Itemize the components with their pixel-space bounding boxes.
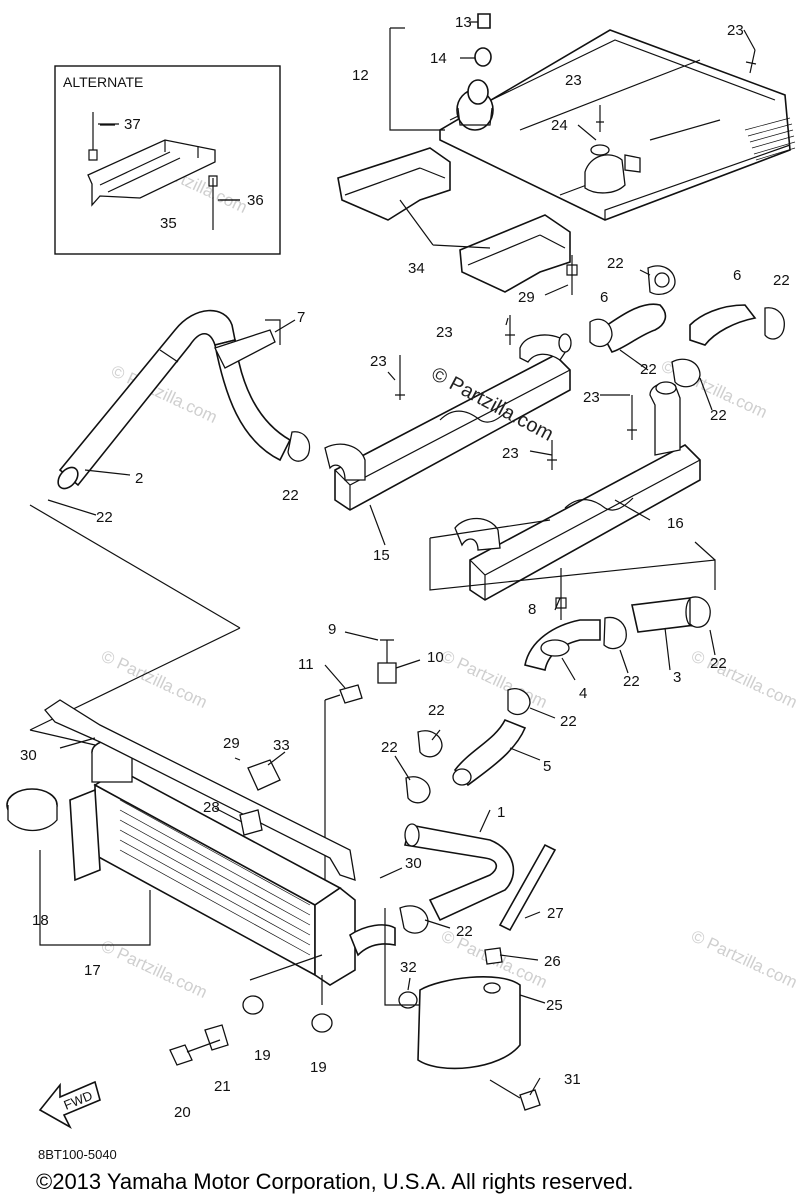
part-number: 9 (328, 621, 336, 638)
part-number: 37 (124, 116, 141, 133)
watermark-tile: © Partzilla.com (98, 646, 210, 712)
part-number: 23 (583, 389, 600, 406)
part-number: 19 (310, 1059, 327, 1076)
part-number: 22 (381, 739, 398, 756)
part-number: 35 (160, 215, 177, 232)
middle-pipes (324, 519, 716, 890)
part-number: 21 (214, 1078, 231, 1095)
part-number: 17 (84, 962, 101, 979)
heat-exchanger-15 (324, 315, 572, 511)
radiator-assembly (6, 504, 396, 986)
part-number: 14 (430, 50, 447, 67)
part-number: 20 (174, 1104, 191, 1121)
part-number: 29 (518, 289, 535, 306)
part-number: 27 (547, 905, 564, 922)
part-number: 22 (607, 255, 624, 272)
part-number: 31 (564, 1071, 581, 1088)
part-number: 7 (297, 309, 305, 326)
part-number: 16 (667, 515, 684, 532)
part-number: 18 (32, 912, 49, 929)
part-number: 12 (352, 67, 369, 84)
part-number: 8 (528, 601, 536, 618)
part-number: 22 (640, 361, 657, 378)
copyright-notice: ©2013 Yamaha Motor Corporation, U.S.A. A… (36, 1169, 633, 1194)
diagram-code: 8BT100-5040 (38, 1147, 117, 1162)
part-number: 2 (135, 470, 143, 487)
part-number: 13 (455, 14, 472, 31)
part-number: 33 (273, 737, 290, 754)
hoses-6 (589, 303, 785, 388)
part-number: 29 (223, 735, 240, 752)
watermark-tile: © Partzilla.com (688, 646, 798, 712)
part-number: 30 (20, 747, 37, 764)
part-number: 26 (544, 953, 561, 970)
part-number: 28 (203, 799, 220, 816)
part-number: 34 (408, 260, 425, 277)
part-number: 25 (546, 997, 563, 1014)
part-number: 22 (428, 702, 445, 719)
part-number: 6 (600, 289, 608, 306)
part-number: 22 (456, 923, 473, 940)
part-number: 6 (733, 267, 741, 284)
part-number: 15 (373, 547, 390, 564)
callout-leaders (47, 21, 756, 1096)
part-number: 22 (282, 487, 299, 504)
part-number: 10 (427, 649, 444, 666)
part-number: 30 (405, 855, 422, 872)
part-number: 32 (400, 959, 417, 976)
part-number: 23 (370, 353, 387, 370)
guard-plates (337, 147, 676, 296)
watermark-tile: © Partzilla.com (688, 926, 798, 992)
part-number: 23 (502, 445, 519, 462)
hose-2 (57, 309, 311, 490)
part-number: 11 (298, 656, 314, 673)
part-number: 3 (673, 669, 681, 686)
part-number: 4 (579, 685, 587, 702)
lower-hose-reservoir (384, 823, 557, 1070)
part-number: 23 (565, 72, 582, 89)
part-number: 22 (96, 509, 113, 526)
part-number: 22 (710, 407, 727, 424)
part-number: 1 (497, 804, 505, 821)
alternate-box: ALTERNATE (54, 65, 281, 255)
watermark-tile: © Partzilla.com (98, 936, 210, 1002)
part-number: 22 (773, 272, 790, 289)
part-number-labels: 13 14 12 23 23 24 37 36 35 34 22 29 6 6 … (20, 14, 790, 1121)
part-number: 23 (436, 324, 453, 341)
part-number: 23 (727, 22, 744, 39)
bottom-fasteners (169, 954, 541, 1111)
heat-exchanger-16 (454, 381, 701, 601)
part-number: 22 (560, 713, 577, 730)
floor-plate-assembly (439, 13, 796, 221)
alternate-label: ALTERNATE (63, 74, 143, 90)
part-number: 22 (623, 673, 640, 690)
part-number: 5 (543, 758, 551, 775)
part-number: 24 (551, 117, 568, 134)
part-number: 36 (247, 192, 264, 209)
fwd-arrow: FWD (38, 1080, 101, 1129)
part-number: 22 (710, 655, 727, 672)
part-number: 19 (254, 1047, 271, 1064)
